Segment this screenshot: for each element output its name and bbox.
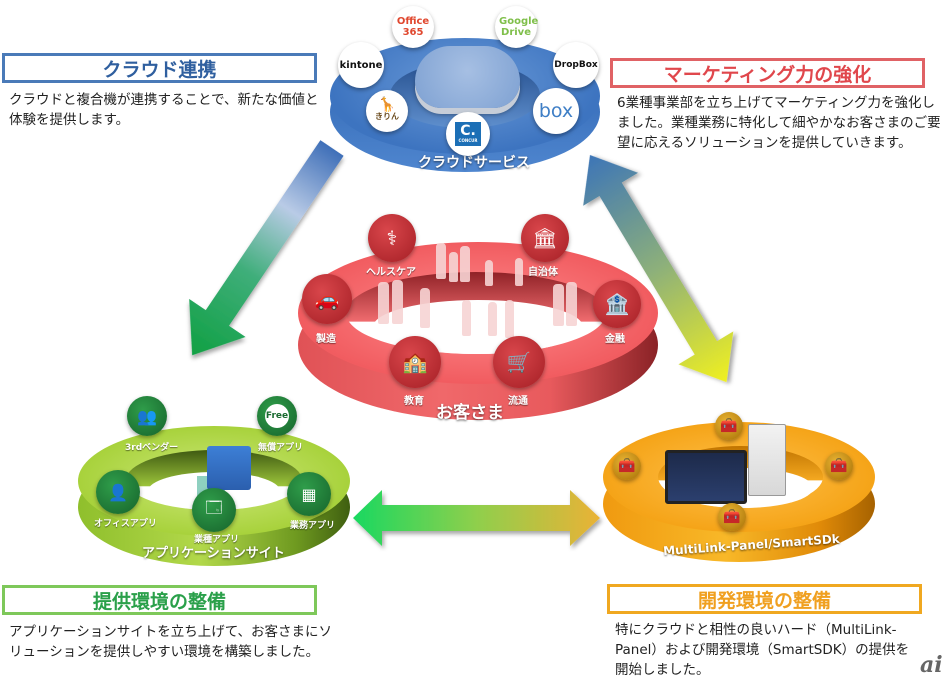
school-icon: 🏫 xyxy=(402,350,428,374)
dev-toolbox-left[interactable]: 🧰 xyxy=(613,452,641,480)
industry-education-label: 教育 xyxy=(404,396,424,407)
industry-distribution-label: 流通 xyxy=(508,396,528,407)
arrow-cloud-to-app xyxy=(189,140,344,356)
app-3rd-vendor[interactable]: 👥 xyxy=(127,396,167,436)
giraffe-icon: 🦒 xyxy=(378,97,396,113)
concur-logo-icon: C.CONCUR xyxy=(455,122,481,146)
service-office365[interactable]: Office 365 xyxy=(392,6,434,48)
arrow-cloud-dev xyxy=(583,155,734,383)
customer-ring-label: お客さま xyxy=(436,403,504,423)
dev-toolbox-bottom[interactable]: 🧰 xyxy=(718,503,746,531)
provision-section-description: アプリケーションサイトを立ち上げて、お客さまにソリューションを提供しやすい環境を… xyxy=(9,624,333,660)
service-google-drive[interactable]: Google Drive xyxy=(495,6,538,48)
industry-manufacturing-label: 製造 xyxy=(316,334,336,345)
toolbox-icon: 🧰 xyxy=(618,458,636,474)
toolbox-icon: 🧰 xyxy=(723,509,741,525)
industry-government-label: 自治体 xyxy=(528,267,558,278)
service-dropbox[interactable]: DropBox xyxy=(553,42,599,88)
industry-education[interactable]: 🏫 xyxy=(389,336,441,388)
industry-finance-label: 金融 xyxy=(605,334,625,345)
industry-manufacturing[interactable]: 🚗 xyxy=(302,274,352,324)
industry-healthcare-label: ヘルスケア xyxy=(366,267,416,278)
bank-icon: 🏦 xyxy=(604,292,630,316)
app-free-label: 無償アプリ xyxy=(258,443,304,453)
watermark-logo: ai xyxy=(920,652,943,678)
app-office-label: オフィスアプリ xyxy=(94,519,157,529)
industry-finance[interactable]: 🏦 xyxy=(593,280,641,328)
person-icon: 👤 xyxy=(108,482,128,502)
app-business[interactable]: ▦ xyxy=(287,472,331,516)
window-cursor-icon: 🗔 xyxy=(205,497,223,517)
cloud-section-description: クラウドと複合機が連携することで、新たな価値と体験を提供します。 xyxy=(9,92,319,128)
customer-ring: お客さま xyxy=(298,232,658,423)
app-industry[interactable]: 🗔 xyxy=(192,488,236,532)
development-section-title: 開発環境の整備 xyxy=(607,584,922,614)
service-concur[interactable]: C.CONCUR xyxy=(446,112,490,156)
industry-distribution[interactable]: 🛒 xyxy=(493,336,545,388)
shopping-bag-icon xyxy=(207,446,251,490)
development-section-description: 特にクラウドと相性の良いハード（MultiLink-Panel）および開発環境（… xyxy=(615,622,910,678)
cloud-ring-label: クラウドサービス xyxy=(418,155,530,171)
cloud-icon xyxy=(415,46,520,108)
industry-healthcare[interactable]: ⚕ xyxy=(368,214,416,262)
service-kirin[interactable]: 🦒きりん xyxy=(366,90,408,132)
cart-icon: 🛒 xyxy=(506,350,532,374)
arrow-app-dev xyxy=(353,490,600,546)
people-group-icon: 👥 xyxy=(137,406,157,426)
tablet-panel-icon xyxy=(665,450,747,504)
toolbox-icon: 🧰 xyxy=(830,458,848,474)
car-icon: 🚗 xyxy=(314,287,340,311)
provision-section-title: 提供環境の整備 xyxy=(2,585,317,615)
toolbox-icon: 🧰 xyxy=(720,418,738,434)
capitol-icon: 🏛 xyxy=(532,226,558,250)
calculator-icon: ▦ xyxy=(301,484,317,504)
app-industry-label: 業種アプリ xyxy=(194,535,240,545)
marketing-section-description: 6業種事業部を立ち上げてマーケティング力を強化しました。業種業務に特化して細やか… xyxy=(617,95,941,151)
app-office[interactable]: 👤 xyxy=(96,470,140,514)
mfp-printer-icon xyxy=(748,424,786,496)
doctor-icon: ⚕ xyxy=(386,226,398,250)
service-kintone[interactable]: kintone xyxy=(338,42,384,88)
dev-toolbox-top[interactable]: 🧰 xyxy=(715,412,743,440)
marketing-section-title: マーケティング力の強化 xyxy=(610,58,925,88)
cloud-section-title: クラウド連携 xyxy=(2,53,317,83)
free-badge-icon: Free xyxy=(265,404,289,428)
service-box[interactable]: box xyxy=(533,88,579,134)
app-business-label: 業務アプリ xyxy=(290,521,336,531)
app-free[interactable]: Free xyxy=(257,396,297,436)
dev-toolbox-right[interactable]: 🧰 xyxy=(825,452,853,480)
app-ring-label: アプリケーションサイト xyxy=(142,546,285,561)
app-3rd-vendor-label: 3rdベンダー xyxy=(125,443,179,453)
industry-government[interactable]: 🏛 xyxy=(521,214,569,262)
